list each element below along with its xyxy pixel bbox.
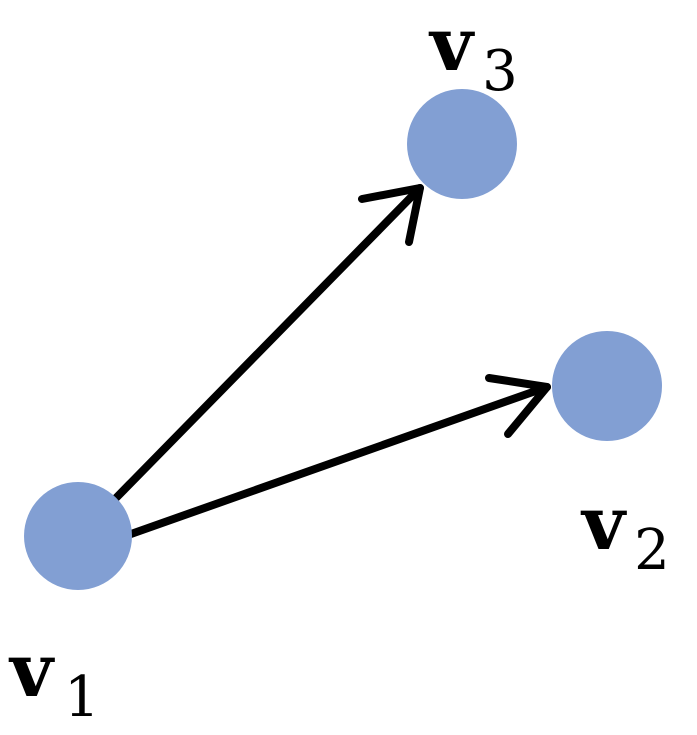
node-v3 <box>407 89 517 199</box>
node-label-v3-letter: v <box>428 2 475 88</box>
node-label-v3-subscript: 3 <box>482 39 518 104</box>
node-label-v2-letter: v <box>580 481 627 567</box>
node-v2 <box>552 331 662 441</box>
node-label-v1: v 1 <box>8 628 100 730</box>
nodes <box>24 89 662 590</box>
edge-v1-v2-line <box>127 383 551 538</box>
node-label-v1-subscript: 1 <box>64 665 100 730</box>
edge-v1-v3 <box>112 184 424 502</box>
edge-v1-v3-line <box>112 184 424 502</box>
edge-v1-v2-arrowhead <box>485 374 551 438</box>
edge-v1-v2 <box>127 374 551 538</box>
labels: v 1 v 2 v 3 <box>8 2 670 730</box>
edge-v1-v3-arrowhead <box>358 184 424 246</box>
node-label-v2: v 2 <box>580 481 670 583</box>
node-v1 <box>24 482 132 590</box>
node-label-v1-letter: v <box>8 628 55 714</box>
node-label-v2-subscript: 2 <box>634 518 670 583</box>
node-label-v3: v 3 <box>428 2 518 104</box>
edges <box>112 184 551 538</box>
